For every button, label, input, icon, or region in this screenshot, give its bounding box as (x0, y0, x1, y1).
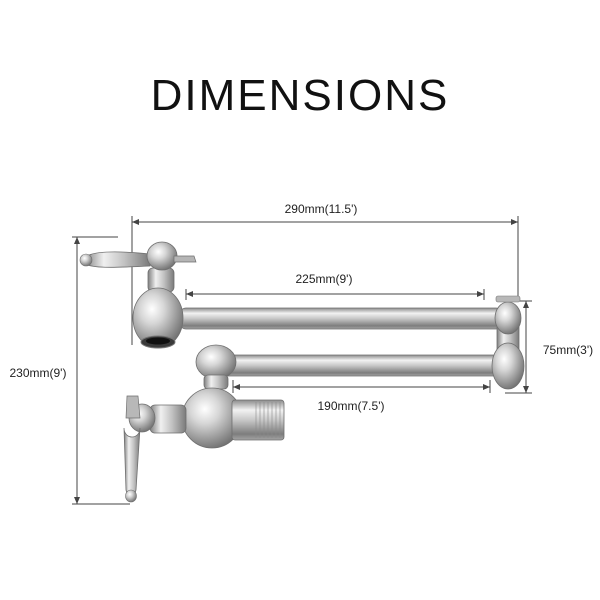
elbow-joint (491, 295, 525, 390)
lower-arm-pipe (221, 354, 503, 377)
elbow-height-label: 75mm(3') (543, 343, 593, 357)
pot-filler-faucet-illustration (79, 241, 525, 503)
upper-arm-label: 225mm(9') (296, 272, 353, 286)
wall-inlet-pipe (231, 399, 285, 441)
dimension-lines (72, 216, 532, 505)
lower-arm-label: 190mm(7.5') (318, 399, 385, 413)
spout-body (132, 267, 184, 349)
wall-mount-joint (181, 344, 243, 449)
overall-width-label: 290mm(11.5') (285, 202, 358, 216)
valve-lever-handle (123, 395, 187, 503)
spout-lever-handle (79, 241, 197, 271)
upper-arm-pipe (179, 307, 503, 330)
page-title: DIMENSIONS (150, 71, 450, 120)
overall-height-label: 230mm(9') (10, 366, 67, 380)
